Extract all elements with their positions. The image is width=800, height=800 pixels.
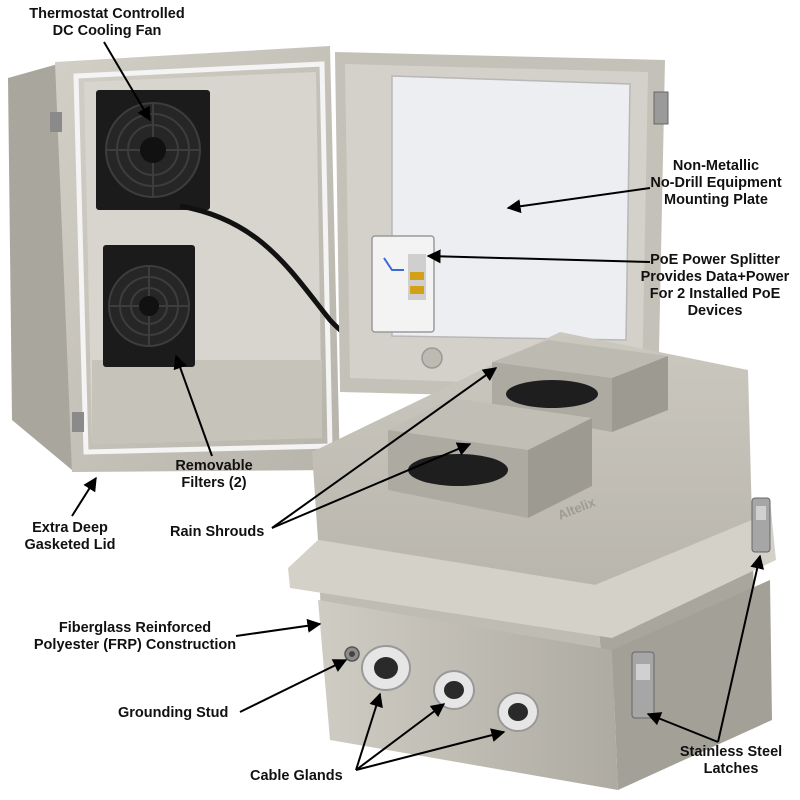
arrow-gland-1 — [355, 692, 383, 771]
latch — [631, 651, 655, 719]
label-poe-splitter: PoE Power Splitter Provides Data+Power F… — [640, 252, 790, 319]
cable-gland — [497, 692, 539, 732]
arrow-mounting-plate — [506, 187, 651, 214]
lid-side-edge — [8, 62, 72, 470]
arrow-gasketed-lid — [71, 476, 97, 517]
arrow-frp — [235, 618, 322, 637]
rain-shroud — [492, 340, 668, 432]
label-cable-glands: Cable Glands — [250, 768, 343, 784]
label-grounding-stud: Grounding Stud — [118, 705, 229, 721]
latch — [653, 91, 669, 125]
arrow-poe-splitter — [426, 249, 651, 264]
open-enclosure — [8, 46, 669, 472]
label-filters: Removable Filters (2) — [175, 458, 253, 491]
arrow-filters — [173, 354, 213, 457]
arrow-cooling-fan — [103, 41, 151, 122]
latch — [751, 497, 771, 553]
grounding-stud — [344, 646, 360, 662]
cable-gland — [361, 645, 411, 691]
cable-gland — [433, 670, 475, 710]
label-latches: Stainless Steel Latches — [679, 744, 783, 777]
poe-splitter — [371, 235, 435, 333]
arrow-grounding-stud — [239, 659, 348, 713]
callout-arrows — [71, 41, 765, 771]
hinge — [72, 412, 84, 432]
label-cooling-fan: Thermostat Controlled DC Cooling Fan — [29, 6, 185, 39]
lid-interior-floor — [92, 360, 322, 444]
label-mounting-plate: Non-Metallic No-Drill Equipment Mounting… — [650, 158, 782, 208]
hinge — [50, 112, 62, 132]
arrow-gland-3 — [355, 728, 506, 771]
arrow-latch-1 — [717, 554, 765, 743]
enclosure-body-side — [612, 580, 772, 790]
label-gasketed-lid: Extra Deep Gasketed Lid — [24, 520, 116, 553]
label-rain-shrouds: Rain Shrouds — [170, 524, 265, 540]
rain-shroud — [388, 398, 592, 518]
removable-filter — [103, 245, 195, 367]
interior-gland — [421, 347, 443, 369]
arrow-gland-2 — [355, 703, 446, 771]
closed-enclosure: Altelix — [288, 332, 776, 790]
label-frp-construction: Fiberglass Reinforced Polyester (FRP) Co… — [33, 620, 237, 653]
cooling-fan — [96, 90, 210, 210]
arrow-rain-shroud-2 — [271, 442, 472, 529]
arrow-latch-2 — [646, 712, 719, 743]
arrow-rain-shroud-1 — [271, 367, 498, 529]
enclosure-flange — [288, 500, 776, 638]
